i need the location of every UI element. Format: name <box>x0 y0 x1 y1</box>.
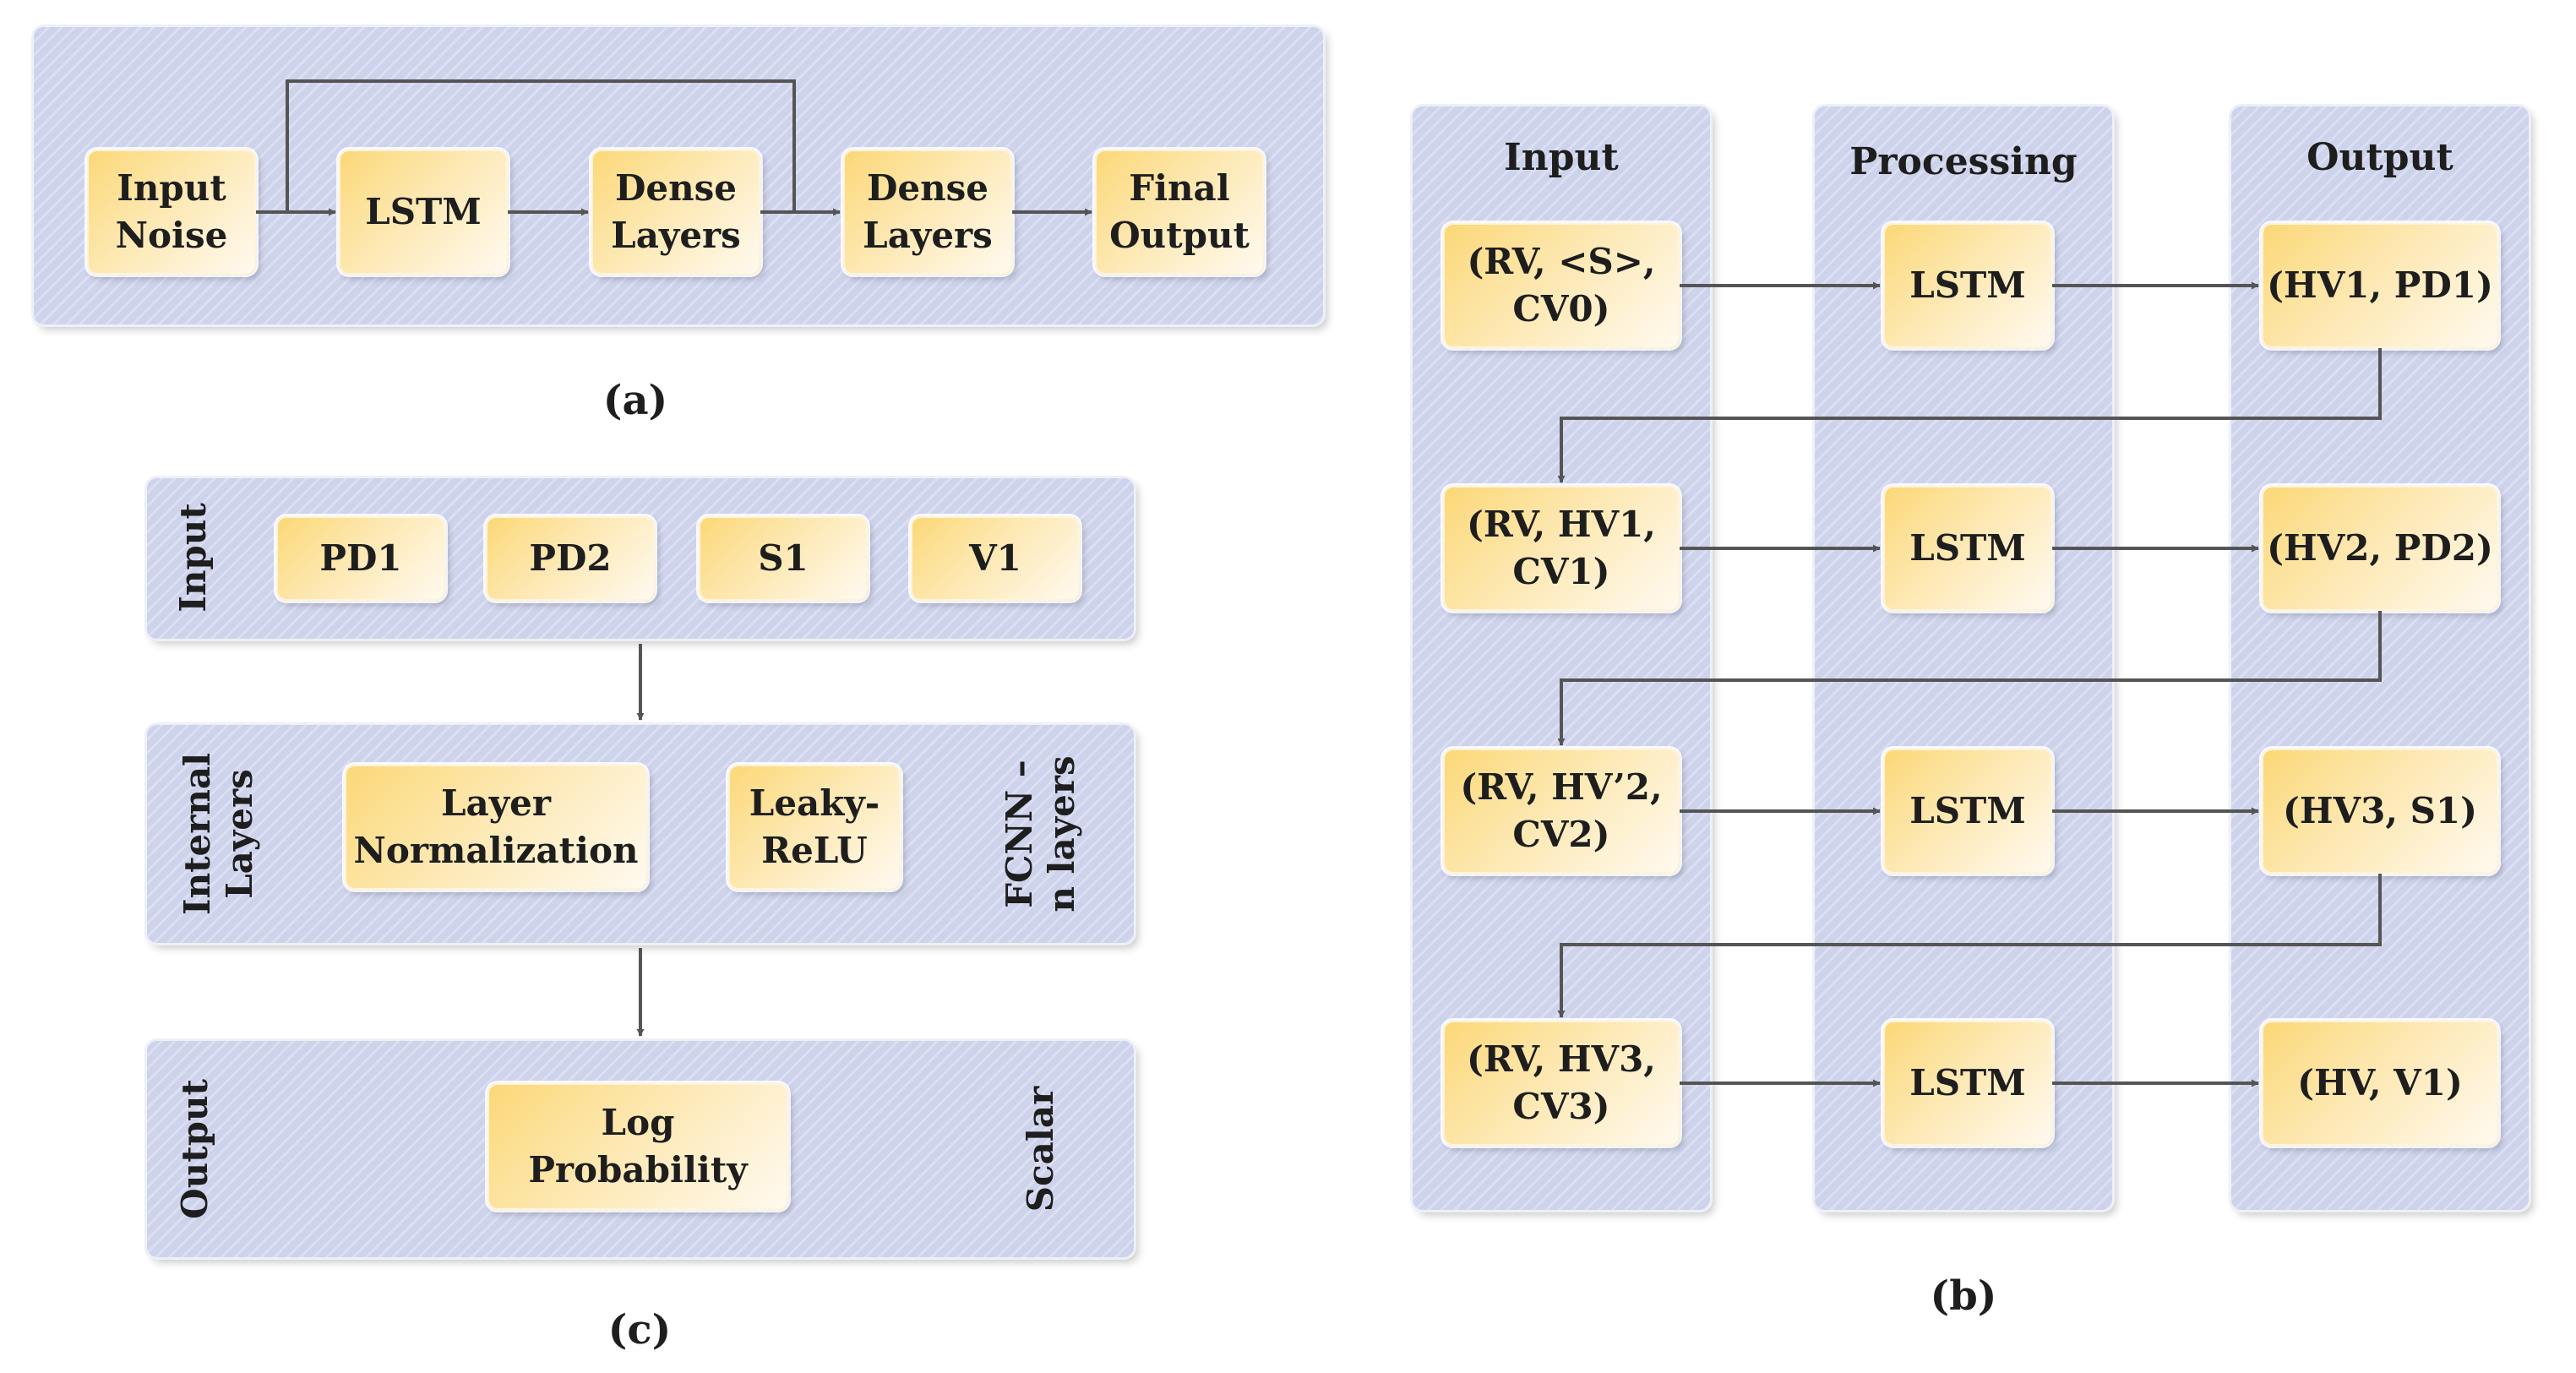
box-label: PD2 <box>529 537 612 580</box>
panel-c-pd2-box: PD2 <box>486 516 655 601</box>
panel-c-leaky-relu-box: Leaky- ReLU <box>728 765 901 890</box>
box-label: (HV, V1) <box>2297 1062 2463 1104</box>
panel-b-caption: (b) <box>1930 1272 1997 1320</box>
feedback-b-row2-to-row3 <box>1557 611 2382 746</box>
box-label: (HV2, PD2) <box>2267 527 2493 569</box>
panel-a-dense-layers-box-1: Dense Layers <box>591 150 760 275</box>
panel-b-output-box-2: (HV2, PD2) <box>2262 486 2498 611</box>
box-label: V1 <box>969 537 1021 580</box>
box-label: (RV, HV1, CV1) <box>1467 504 1656 592</box>
panel-b-lstm-box-2: LSTM <box>1883 486 2052 611</box>
panel-b-output-header: Output <box>2306 136 2453 179</box>
panel-b-lstm-box-4: LSTM <box>1883 1021 2052 1146</box>
panel-a-final-output-box: Final Output <box>1095 150 1264 275</box>
panel-c-caption: (c) <box>607 1306 672 1354</box>
box-label: Input Noise <box>115 167 228 256</box>
box-label: Dense Layers <box>863 167 993 256</box>
feedback-b-row1-to-row2 <box>1557 348 2382 483</box>
box-label: PD1 <box>319 537 402 580</box>
panel-b-input-box-4: (RV, HV3, CV3) <box>1443 1021 1680 1146</box>
box-label: S1 <box>758 537 809 580</box>
panel-c-pd1-box: PD1 <box>276 516 445 601</box>
panel-b-output-box-4: (HV, V1) <box>2262 1021 2498 1146</box>
panel-c-layer-normalization-box: Layer Normalization <box>345 765 647 890</box>
box-label: (RV, <S>, CV0) <box>1467 241 1656 330</box>
box-label: LSTM <box>1909 527 2026 569</box>
box-label: LSTM <box>1909 1062 2026 1104</box>
box-label: Layer Normalization <box>353 782 639 871</box>
box-label: Log Probability <box>528 1102 748 1190</box>
box-label: LSTM <box>1909 790 2026 832</box>
panel-c-v1-box: V1 <box>911 516 1080 601</box>
panel-b-lstm-box-1: LSTM <box>1883 223 2052 348</box>
panel-b-output-box-1: (HV1, PD1) <box>2262 223 2498 348</box>
box-label: LSTM <box>1909 264 2026 307</box>
box-label: Leaky- ReLU <box>749 782 880 871</box>
box-label: (RV, HV’2, CV2) <box>1460 766 1663 855</box>
panel-a-dense-layers-box-2: Dense Layers <box>843 150 1012 275</box>
panel-b-input-box-1: (RV, <S>, CV0) <box>1443 223 1680 348</box>
panel-c-s1-box: S1 <box>699 516 868 601</box>
panel-b-output-box-3: (HV3, S1) <box>2262 749 2498 874</box>
box-label: (HV3, S1) <box>2282 790 2478 832</box>
panel-a-lstm-box: LSTM <box>339 150 508 275</box>
panel-a-caption: (a) <box>602 377 668 424</box>
feedback-b-row3-to-row4 <box>1557 874 2382 1018</box>
box-label: Final Output <box>1109 167 1250 256</box>
panel-b-input-box-2: (RV, HV1, CV1) <box>1443 486 1680 611</box>
box-label: LSTM <box>365 191 482 233</box>
box-label: Dense Layers <box>611 167 741 256</box>
panel-b-input-box-3: (RV, HV’2, CV2) <box>1443 749 1680 874</box>
panel-b-input-header: Input <box>1504 136 1619 179</box>
box-label: (RV, HV3, CV3) <box>1467 1038 1656 1127</box>
box-label: (HV1, PD1) <box>2267 264 2493 307</box>
skip-connection-left <box>286 79 796 212</box>
panel-b-lstm-box-3: LSTM <box>1883 749 2052 874</box>
panel-b-processing-header: Processing <box>1849 140 2078 183</box>
panel-a-input-noise-box: Input Noise <box>87 150 256 275</box>
panel-c-log-probability-box: Log Probability <box>487 1083 788 1210</box>
